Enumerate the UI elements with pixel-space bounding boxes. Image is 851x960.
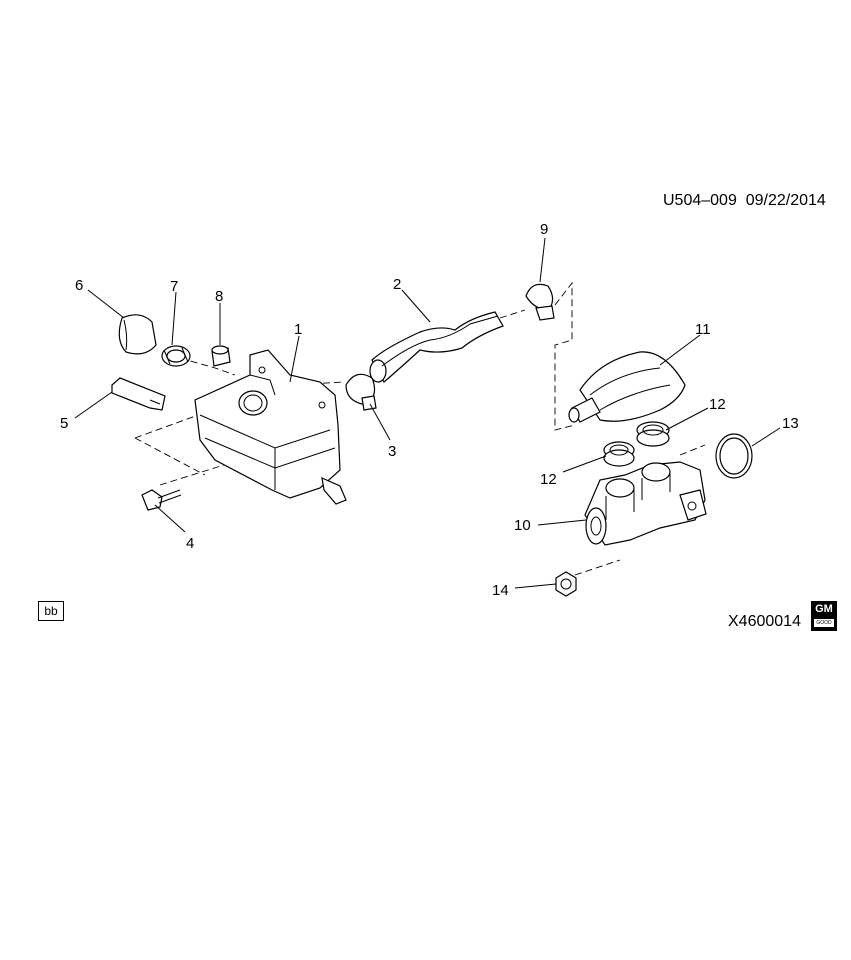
reservoir-hose — [369, 311, 504, 383]
callout-4: 4 — [186, 535, 194, 552]
mounting-bolt — [141, 489, 182, 511]
callout-11: 11 — [695, 321, 711, 338]
callout-6: 6 — [75, 277, 83, 294]
callout-12-lower: 12 — [540, 471, 557, 488]
callout-10: 10 — [514, 517, 531, 534]
document-code-and-date: U504–009 09/22/2014 — [663, 192, 826, 210]
o-ring-seal — [715, 433, 753, 479]
callout-2: 2 — [393, 276, 401, 293]
reservoir-cap — [118, 314, 157, 355]
hose-clamp-lower — [345, 373, 377, 411]
reservoir-strainer — [161, 345, 191, 367]
illustration-number: X4600014 — [728, 613, 801, 630]
callout-9: 9 — [540, 221, 548, 238]
callout-8: 8 — [215, 288, 223, 305]
callout-1: 1 — [294, 321, 302, 338]
callout-5: 5 — [60, 415, 68, 432]
gm-logo: GM GOOD — [811, 601, 837, 631]
fluid-level-sensor — [111, 377, 166, 411]
grommet-upper — [636, 421, 670, 447]
brake-fluid-reservoir — [194, 349, 347, 505]
seal-grommet — [211, 345, 231, 367]
grommet-lower — [603, 441, 635, 467]
callout-3: 3 — [388, 443, 396, 460]
section-tag-box: bb — [38, 601, 64, 621]
callout-7: 7 — [170, 278, 178, 295]
callout-labels: 1 2 3 4 5 6 7 8 9 10 11 12 12 13 14 — [60, 221, 799, 599]
callout-13: 13 — [782, 415, 799, 432]
gm-logo-subtext: GOOD — [814, 619, 834, 627]
callout-12-upper: 12 — [709, 396, 726, 413]
leader-lines — [74, 237, 781, 589]
hose-clamp-upper — [525, 283, 555, 321]
document-date: 09/22/2014 — [745, 192, 826, 209]
brake-master-cylinder — [584, 461, 707, 546]
mounting-nut — [555, 571, 577, 597]
document-code: U504–009 — [663, 192, 737, 209]
gm-logo-text: GM — [815, 603, 833, 615]
callout-14: 14 — [492, 582, 509, 599]
reservoir-cover — [568, 351, 686, 423]
